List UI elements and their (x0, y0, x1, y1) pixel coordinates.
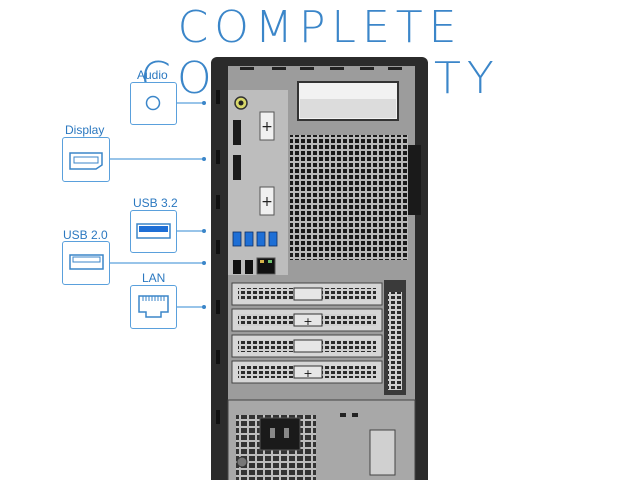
svg-text:+: + (303, 367, 312, 380)
audio-label: Audio (137, 68, 168, 82)
usb-3-2-label: USB 3.2 (133, 196, 178, 210)
svg-text:+: + (303, 315, 312, 328)
displayport-icon (62, 137, 110, 182)
connector-lines (110, 102, 204, 308)
audio-jack-icon (130, 82, 177, 125)
usb-3-2-icon (130, 210, 177, 253)
svg-text:+: + (261, 119, 273, 135)
usb-2-0-icon (62, 241, 110, 285)
ethernet-port-icon (130, 285, 177, 329)
lan-label: LAN (142, 271, 166, 285)
usb-2-0-label: USB 2.0 (63, 228, 108, 242)
display-label: Display (65, 123, 105, 137)
svg-text:+: + (261, 194, 273, 210)
